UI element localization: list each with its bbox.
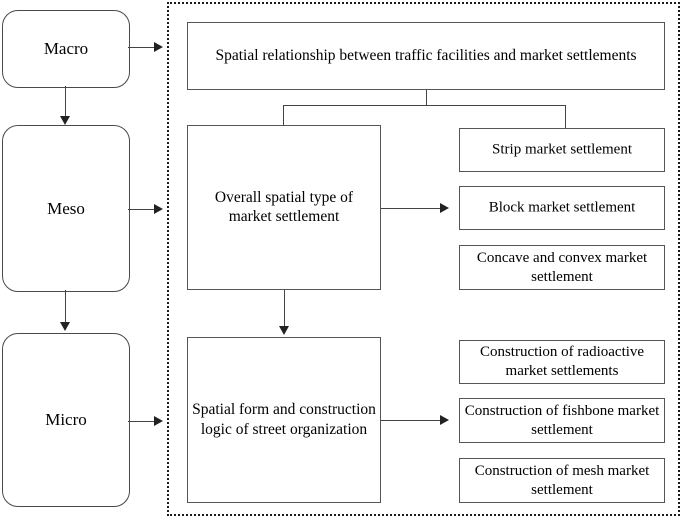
connector-branch1-to-branch2 xyxy=(284,290,285,327)
connector-meso-to-micro xyxy=(65,290,66,323)
branch-parent-box-overall-spatial-type-label: Overall spatial type of market settlemen… xyxy=(214,188,354,226)
scale-box-meso-label: Meso xyxy=(47,198,85,218)
root-box: Spatial relationship between traffic fac… xyxy=(187,22,665,90)
scale-box-macro: Macro xyxy=(2,10,130,88)
bracket-stem xyxy=(426,90,427,106)
connector-meso-to-frame xyxy=(128,209,155,210)
connector-branch2-to-children xyxy=(381,420,441,421)
scale-box-meso: Meso xyxy=(2,125,130,292)
leaf-box-radioactive-market-settlements-label: Construction of radioactive market settl… xyxy=(479,343,645,379)
branch-parent-box-street-organization-label: Spatial form and construction logic of s… xyxy=(192,401,376,438)
connector-macro-to-meso-arrow xyxy=(60,116,70,125)
connector-branch1-to-branch2-arrow xyxy=(279,326,289,335)
framed-content-region xyxy=(167,2,680,516)
leaf-box-mesh-market-settlement: Construction of mesh market settlement xyxy=(459,458,665,503)
connector-macro-to-meso xyxy=(65,86,66,117)
bracket-crossbar xyxy=(283,105,566,106)
connector-macro-to-frame-arrow xyxy=(154,42,163,52)
scale-box-micro: Micro xyxy=(2,333,130,507)
leaf-box-block-market-settlement-label: Block market settlement xyxy=(488,199,636,216)
branch-parent-box-street-organization: Spatial form and construction logic of s… xyxy=(187,337,381,503)
connector-micro-to-frame-arrow xyxy=(154,416,163,426)
root-box-label: Spatial relationship between traffic fac… xyxy=(215,47,637,65)
connector-branch2-to-children-arrow xyxy=(440,415,449,425)
leaf-box-block-market-settlement: Block market settlement xyxy=(459,186,665,230)
connector-meso-to-frame-arrow xyxy=(154,204,163,214)
leaf-box-concave-convex-market-settlement: Concave and convex market settlement xyxy=(459,245,665,290)
connector-micro-to-frame xyxy=(128,421,155,422)
bracket-drop-left xyxy=(283,105,284,126)
leaf-box-radioactive-market-settlements: Construction of radioactive market settl… xyxy=(459,340,665,384)
leaf-box-fishbone-market-settlement-label: Construction of fishbone market settleme… xyxy=(464,402,660,438)
leaf-box-strip-market-settlement: Strip market settlement xyxy=(459,128,665,172)
leaf-box-mesh-market-settlement-label: Construction of mesh market settlement xyxy=(474,462,650,498)
leaf-box-fishbone-market-settlement: Construction of fishbone market settleme… xyxy=(459,398,665,443)
connector-branch1-to-children-arrow xyxy=(440,203,449,213)
connector-branch1-to-children xyxy=(381,208,441,209)
bracket-drop-right xyxy=(565,105,566,128)
scale-box-macro-label: Macro xyxy=(43,39,89,59)
connector-macro-to-frame xyxy=(128,47,155,48)
leaf-box-strip-market-settlement-label: Strip market settlement xyxy=(492,141,632,158)
leaf-box-concave-convex-market-settlement-label: Concave and convex market settlement xyxy=(476,249,648,285)
scale-box-micro-label: Micro xyxy=(45,410,87,430)
connector-meso-to-micro-arrow xyxy=(60,322,70,331)
branch-parent-box-overall-spatial-type: Overall spatial type of market settlemen… xyxy=(187,125,381,290)
